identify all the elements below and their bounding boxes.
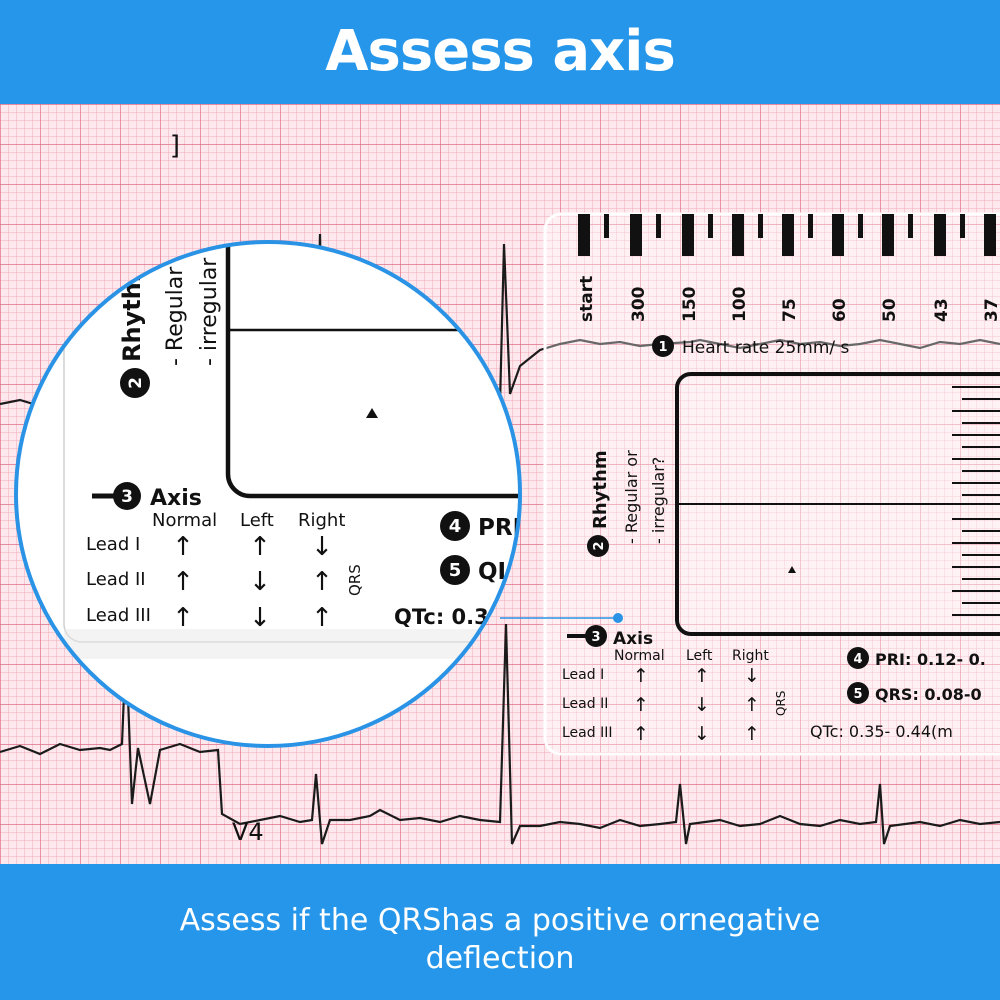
step-4-number: 4 xyxy=(853,652,862,667)
page-title: Assess axis xyxy=(325,19,676,84)
ruler-ticks xyxy=(578,214,996,256)
magnifier-lead-1: Lead I xyxy=(86,534,140,555)
rhythm-title: Rhythm xyxy=(590,450,611,529)
magnifier-arrow-1-1: ↑ xyxy=(172,532,194,562)
axis-title: Axis xyxy=(613,629,653,649)
magnifier-arrow-2-2: ↓ xyxy=(249,567,271,597)
magnifier-header-right: Right xyxy=(298,510,345,531)
arrow-lead1-normal: ↑ xyxy=(633,665,649,687)
arrow-lead2-right: ↑ xyxy=(744,694,760,716)
magnifier-step-5-badge xyxy=(440,555,470,585)
magnifier-step-2-number: 2 xyxy=(126,377,146,389)
step-5-badge xyxy=(847,682,869,704)
lead-2-label: Lead II xyxy=(562,696,608,712)
magnifier-step-3-number: 3 xyxy=(121,487,133,507)
magnifier-arrow-1-2: ↑ xyxy=(249,532,271,562)
magnifier-step-3-badge xyxy=(113,482,141,510)
step-3-number: 3 xyxy=(591,630,600,645)
step-3-badge xyxy=(585,625,607,647)
qtc-label: QTc: 0.35- 0.44(m xyxy=(810,722,953,741)
magnifier-step-5-number: 5 xyxy=(449,560,462,581)
step-2-number: 2 xyxy=(592,541,607,550)
arrow-lead3-normal: ↑ xyxy=(633,723,649,745)
magnifier-header-normal: Normal xyxy=(152,510,217,531)
magnifier-ring xyxy=(14,240,522,748)
magnifier-rhythm-line1: - Regular xyxy=(163,266,188,366)
step-1-badge xyxy=(652,335,674,357)
pri-label: PRI: 0.12- 0. xyxy=(875,650,986,669)
ecg-illustration: ] V4 xyxy=(0,104,1000,864)
scale-label-43: 43 xyxy=(932,298,952,322)
scale-label-300: 300 xyxy=(629,286,649,322)
qrs-side-label: QRS xyxy=(774,691,788,716)
connector-dot-icon xyxy=(613,613,623,623)
heart-rate-label: Heart rate 25mm/ s xyxy=(682,338,850,358)
scale-label-75: 75 xyxy=(780,298,800,322)
arrow-lead1-left: ↑ xyxy=(694,665,710,687)
arrow-lead2-left: ↓ xyxy=(694,694,710,716)
magnifier-qtc-label: QTc: 0.3 xyxy=(394,605,489,629)
lead-1-label: Lead I xyxy=(562,667,604,683)
footer-caption: Assess if the QRShas a positive ornegati… xyxy=(100,902,900,978)
magnifier: 2 Rhythm - Regular - irregular 3 Axis No… xyxy=(14,240,522,748)
magnifier-header-left: Left xyxy=(240,510,274,531)
caption-line-2: deflection xyxy=(425,941,575,976)
scale-label-100: 100 xyxy=(730,286,750,322)
magnifier-axis-title: Axis xyxy=(150,486,202,511)
window-marker-icon xyxy=(788,566,796,573)
step-5-number: 5 xyxy=(853,687,862,702)
ecg-marker: ] xyxy=(168,131,184,161)
scale-label-150: 150 xyxy=(680,286,700,322)
magnifier-step-4-number: 4 xyxy=(449,516,462,537)
step-1-number: 1 xyxy=(658,340,667,355)
axis-header-normal: Normal xyxy=(614,648,665,664)
arrow-lead3-left: ↓ xyxy=(694,723,710,745)
magnifier-qrs-label: QI xyxy=(478,559,506,585)
magnifier-marker-icon xyxy=(366,408,378,418)
arrow-lead3-right: ↑ xyxy=(744,723,760,745)
rhythm-line2: - irregular? xyxy=(649,457,668,544)
scale-label-start: start xyxy=(577,276,597,322)
footer-banner: Assess if the QRShas a positive ornegati… xyxy=(0,864,1000,1000)
magnifier-qrs-side-label: QRS xyxy=(346,564,364,596)
lead-3-label: Lead III xyxy=(562,725,612,741)
magnifier-arrow-3-3: ↑ xyxy=(311,603,333,633)
axis-header-left: Left xyxy=(686,648,713,664)
scale-label-50: 50 xyxy=(880,298,900,322)
magnifier-pri-label: PRI xyxy=(478,515,521,541)
magnifier-arrow-3-2: ↓ xyxy=(249,603,271,633)
magnifier-arrow-2-1: ↑ xyxy=(172,567,194,597)
header-banner: Assess axis xyxy=(0,0,1000,104)
arrow-lead2-normal: ↑ xyxy=(633,694,649,716)
magnifier-step-2-badge xyxy=(120,368,150,398)
qrs-duration-label: QRS: 0.08-0 xyxy=(875,685,982,704)
rhythm-line1: - Regular or xyxy=(622,450,641,544)
caption-line-1: Assess if the QRShas a positive ornegati… xyxy=(179,903,821,938)
magnifier-arrow-2-3: ↑ xyxy=(311,567,333,597)
magnifier-step-4-badge xyxy=(440,511,470,541)
ecg-lead-label: V4 xyxy=(232,818,264,846)
arrow-lead1-right: ↓ xyxy=(744,665,760,687)
scale-label-37: 37 xyxy=(982,298,1000,322)
scale-label-60: 60 xyxy=(830,298,850,322)
ecg-ruler-card: start 300 150 100 75 60 50 43 37 1 Heart… xyxy=(543,212,1000,756)
magnifier-lead-3: Lead III xyxy=(86,605,151,626)
magnifier-arrow-1-3: ↓ xyxy=(311,532,333,562)
step-2-badge xyxy=(587,535,609,557)
step-4-badge xyxy=(847,647,869,669)
ecg-trace-bottom xyxy=(0,623,1000,845)
magnifier-lead-2: Lead II xyxy=(86,569,146,590)
magnifier-arrow-3-1: ↑ xyxy=(172,603,194,633)
axis-header-right: Right xyxy=(732,648,769,664)
ecg-strip: ] V4 xyxy=(0,104,1000,864)
magnifier-rhythm-line2: - irregular xyxy=(197,257,222,366)
